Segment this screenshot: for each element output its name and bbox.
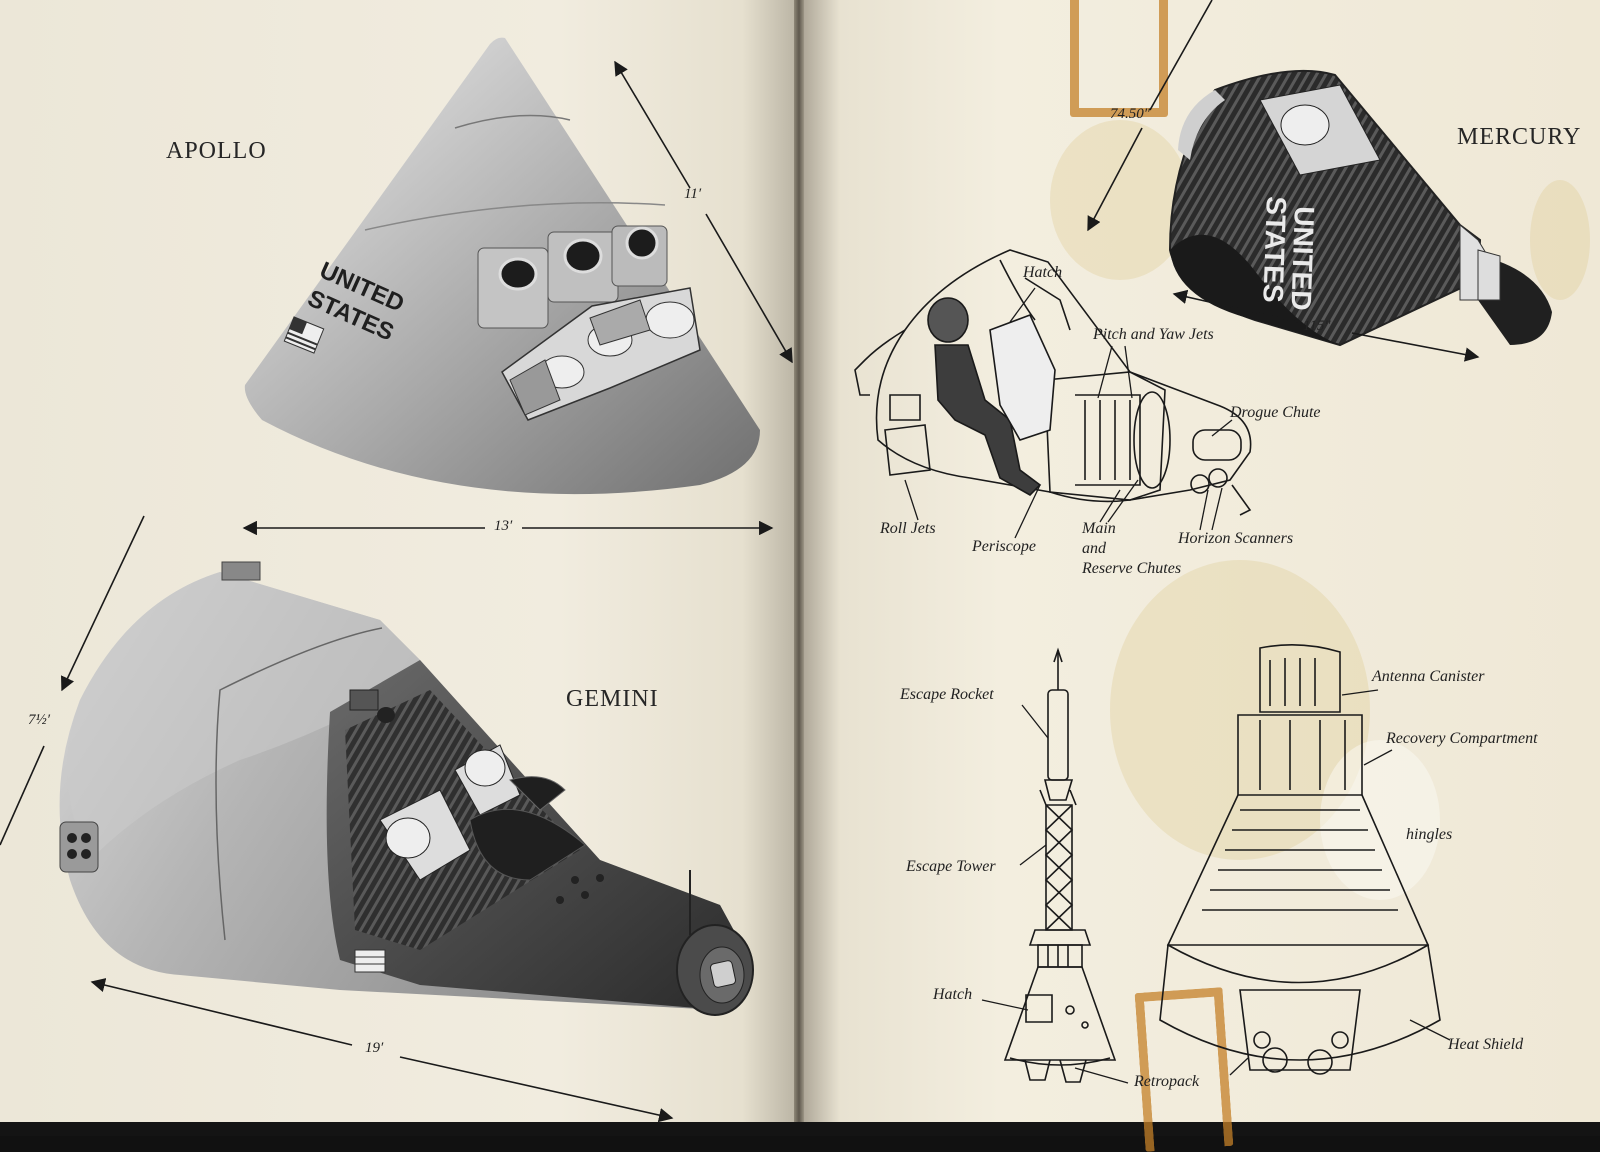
mercury-diameter-line [1149, 0, 1213, 111]
apollo-height-line [705, 213, 793, 364]
mercury-length-dimension: 115″ [1303, 318, 1331, 334]
gemini-length-line [90, 978, 353, 1046]
label-shingles: hingles [1406, 826, 1453, 843]
gemini-capsule [59, 561, 754, 1016]
label-reserve-chutes: Reserve Chutes [1082, 560, 1182, 577]
gemini-crew-cutaway [379, 744, 586, 881]
tower-leader-lines [981, 704, 1129, 1084]
bottom-edge [0, 1122, 1600, 1136]
water-stain [1530, 180, 1590, 300]
exterior-leader-lines [1229, 689, 1451, 1076]
label-escape-rocket: Escape Rocket [900, 686, 994, 703]
label-horizon-scanners: Horizon Scanners [1178, 530, 1294, 547]
mercury-exterior-drawing [1159, 644, 1441, 1075]
label-and: and [1082, 540, 1106, 557]
cutaway-leader-lines [904, 287, 1233, 539]
label-recovery-compartment: Recovery Compartment [1386, 730, 1538, 747]
label-hatch-exterior: Hatch [933, 986, 973, 1003]
mercury-length-line [1351, 332, 1480, 362]
label-antenna-canister: Antenna Canister [1372, 668, 1485, 685]
label-hatch: Hatch [1023, 264, 1063, 281]
apollo-crew-cutaway [501, 287, 701, 421]
tape-mark [1070, 0, 1168, 117]
label-drogue-chute: Drogue Chute [1230, 404, 1321, 421]
mercury-capsule: UNITED STATES [1168, 69, 1552, 347]
gemini-height-dimension: 7½′ [28, 712, 51, 728]
apollo-height-line [614, 60, 691, 189]
gemini-length-dimension: 19′ [365, 1040, 384, 1056]
mercury-with-escape-tower [1003, 647, 1117, 1083]
mercury-hull-text-1: UNITED [1285, 206, 1320, 311]
label-main: Main [1082, 520, 1116, 537]
apollo-height-dimension: 11′ [684, 186, 702, 202]
water-stain [1050, 120, 1190, 280]
label-periscope: Periscope [972, 538, 1036, 555]
mercury-length-line [1172, 289, 1299, 323]
mercury-hull-text-2: STATES [1257, 196, 1292, 303]
label-pitch-yaw-jets: Pitch and Yaw Jets [1093, 326, 1214, 343]
gemini-title: GEMINI [566, 686, 659, 712]
apollo-title: APOLLO [166, 138, 267, 164]
book-gutter [794, 0, 804, 1122]
svg-text:UNITED: UNITED [1285, 206, 1320, 311]
label-retropack: Retropack [1134, 1073, 1200, 1090]
gemini-length-line [399, 1056, 674, 1123]
svg-text:STATES: STATES [1257, 196, 1292, 303]
mercury-title: MERCURY [1457, 124, 1582, 150]
gemini-height-line [0, 745, 45, 846]
mercury-diameter-dimension: 74.50″ [1110, 106, 1150, 122]
apollo-capsule: UNITED STATES [244, 37, 761, 495]
mercury-diameter-line [1087, 127, 1143, 232]
water-stain [1320, 740, 1440, 900]
gemini-height-line [61, 515, 145, 692]
mercury-cutaway-drawing [854, 249, 1252, 516]
label-escape-tower: Escape Tower [906, 858, 996, 875]
label-roll-jets: Roll Jets [880, 520, 936, 537]
apollo-width-dimension: 13′ [494, 518, 513, 534]
label-heat-shield: Heat Shield [1448, 1036, 1524, 1053]
